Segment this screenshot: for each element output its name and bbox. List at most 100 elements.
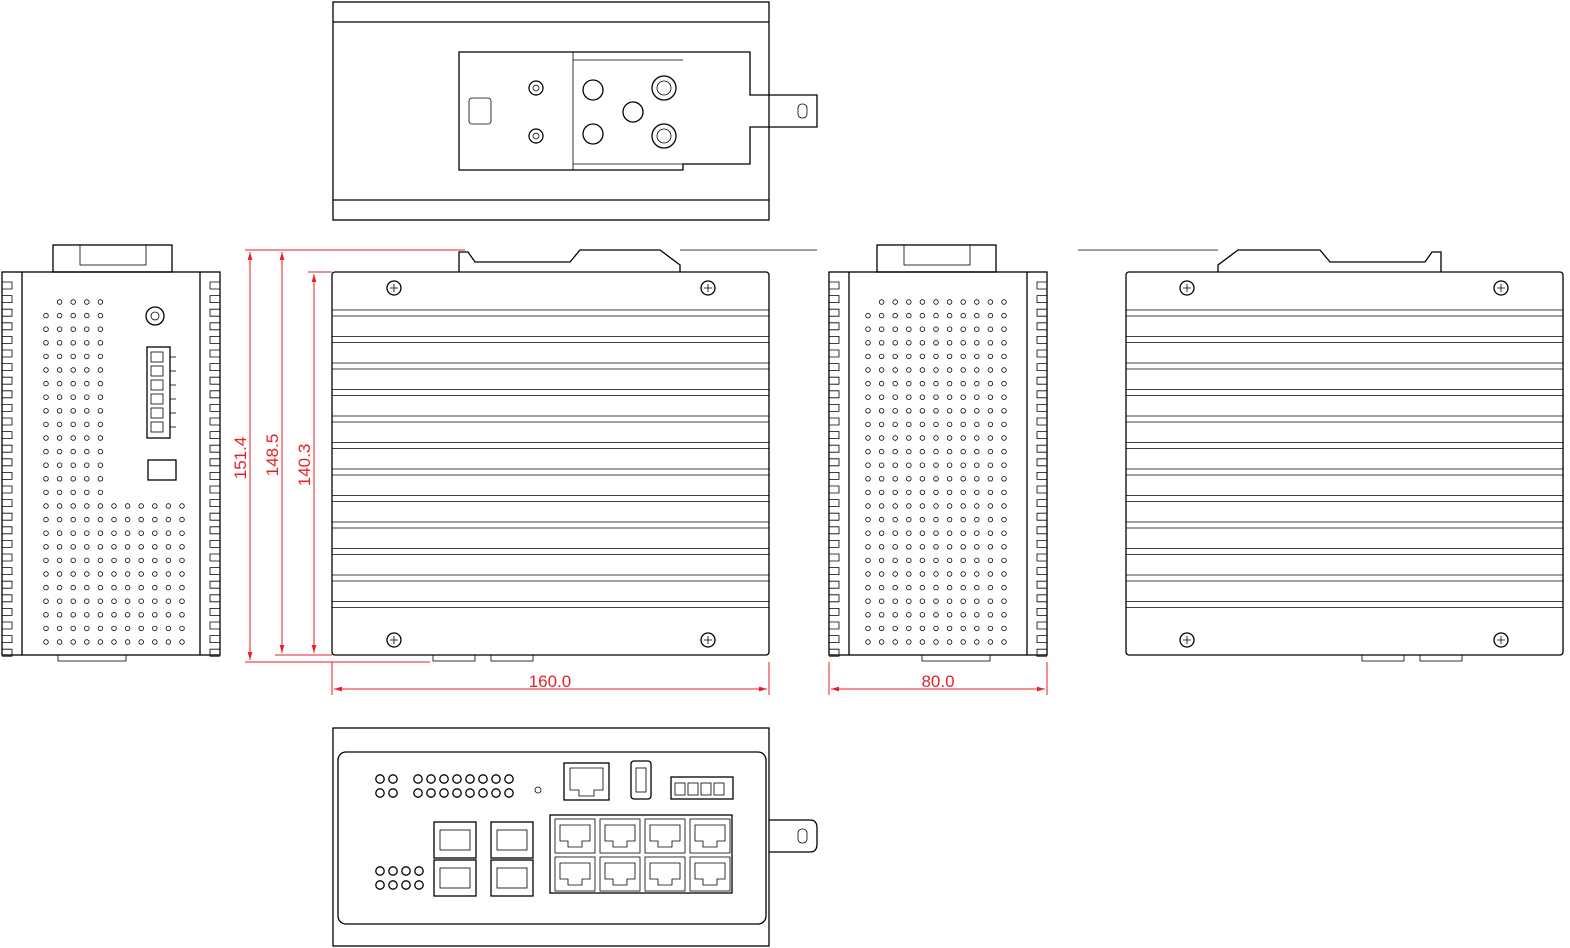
vent-hole (56, 408, 63, 414)
vent-hole (70, 503, 76, 509)
vent-hole (906, 503, 912, 509)
vent-hole (974, 421, 980, 428)
side-fin-notch (1036, 376, 1047, 385)
vent-hole (933, 612, 939, 618)
vent-hole (165, 544, 172, 550)
vent-hole (70, 340, 76, 346)
led-indicator (465, 774, 475, 784)
vent-hole (865, 503, 871, 509)
side-fin-notch (1036, 540, 1047, 548)
sfp-port (433, 821, 477, 859)
vent-hole (974, 571, 980, 577)
side-fin-notch (209, 594, 220, 603)
vent-hole (124, 571, 131, 577)
led-indicator (426, 788, 436, 798)
vent-hole (974, 312, 980, 319)
vent-hole (97, 367, 104, 373)
led-indicator (388, 788, 398, 798)
vent-hole (892, 340, 898, 346)
vent-hole (84, 612, 90, 618)
vent-hole (1001, 299, 1007, 305)
side-fin-notch (209, 648, 220, 657)
sfp-cage (439, 829, 471, 851)
vent-hole (124, 516, 131, 523)
side-fin-notch (1036, 417, 1047, 426)
vent-hole (43, 598, 49, 604)
rj45-port (599, 856, 641, 892)
vent-hole (111, 612, 117, 618)
vent-hole (919, 625, 926, 632)
vent-hole (1001, 326, 1007, 332)
vent-hole (43, 516, 49, 523)
side-fin-notch (209, 308, 220, 317)
vent-hole (946, 299, 953, 305)
vent-hole (906, 340, 912, 346)
vent-hole (987, 367, 994, 373)
vent-hole (974, 435, 980, 441)
side-fin-notch (2, 608, 13, 616)
side-fin-notch (829, 567, 840, 575)
vent-hole (165, 598, 172, 604)
terminal-pin (687, 782, 699, 796)
vent-hole (165, 625, 172, 632)
side-fin-notch (2, 336, 13, 344)
side-fin-notch (829, 322, 840, 331)
side-fin-notch (829, 472, 840, 480)
vent-hole (878, 435, 885, 441)
vent-hole (124, 503, 131, 509)
vent-hole (987, 353, 994, 360)
side-fin-notch (1036, 485, 1047, 494)
vent-hole (974, 340, 980, 346)
vent-hole (919, 571, 926, 577)
rj45-socket (559, 824, 591, 848)
vent-hole (138, 639, 144, 645)
led-indicator (388, 880, 398, 890)
screw-icon (1179, 280, 1195, 296)
vent-hole (43, 557, 49, 564)
vent-hole (70, 326, 76, 332)
vent-hole (960, 571, 966, 577)
vent-hole (892, 476, 898, 482)
vent-hole (960, 476, 966, 482)
vent-hole (974, 299, 980, 305)
vent-hole (1001, 408, 1007, 414)
vent-hole (43, 380, 49, 387)
vent-hole (84, 639, 90, 645)
side-fin-notch (209, 336, 220, 344)
vent-hole (906, 326, 912, 332)
vent-hole (70, 394, 76, 400)
vent-hole (179, 598, 185, 604)
side-fin-notch (209, 472, 220, 480)
vent-hole (1001, 462, 1007, 468)
side-fin-notch (829, 295, 840, 303)
side-fin-notch (829, 648, 840, 657)
vent-hole (878, 544, 885, 550)
rj45-port (644, 856, 686, 892)
vent-hole (878, 462, 885, 468)
rj45-socket (604, 862, 636, 886)
vent-hole (878, 476, 885, 482)
vent-hole (946, 625, 953, 632)
dim-label-overall-height: 151.4 (231, 437, 250, 480)
rj45-socket (694, 862, 726, 886)
terminal-pin (713, 782, 725, 796)
led-indicator (375, 774, 385, 784)
vent-hole (919, 380, 926, 387)
vent-hole (974, 530, 980, 536)
side-fin-notch (2, 635, 13, 643)
vent-hole (111, 625, 117, 632)
vent-hole (43, 367, 49, 373)
side-fin-notch (2, 472, 13, 480)
screw-icon (700, 280, 716, 296)
vent-hole (43, 340, 49, 346)
vent-hole (946, 462, 953, 468)
vent-hole (43, 326, 49, 332)
vent-hole (878, 421, 885, 428)
side-fin-notch (209, 580, 220, 589)
vent-hole (70, 584, 76, 591)
vent-hole (97, 530, 104, 536)
vent-hole (124, 639, 131, 645)
vent-hole (878, 598, 885, 604)
vent-hole (960, 421, 966, 428)
led-indicator (452, 774, 462, 784)
